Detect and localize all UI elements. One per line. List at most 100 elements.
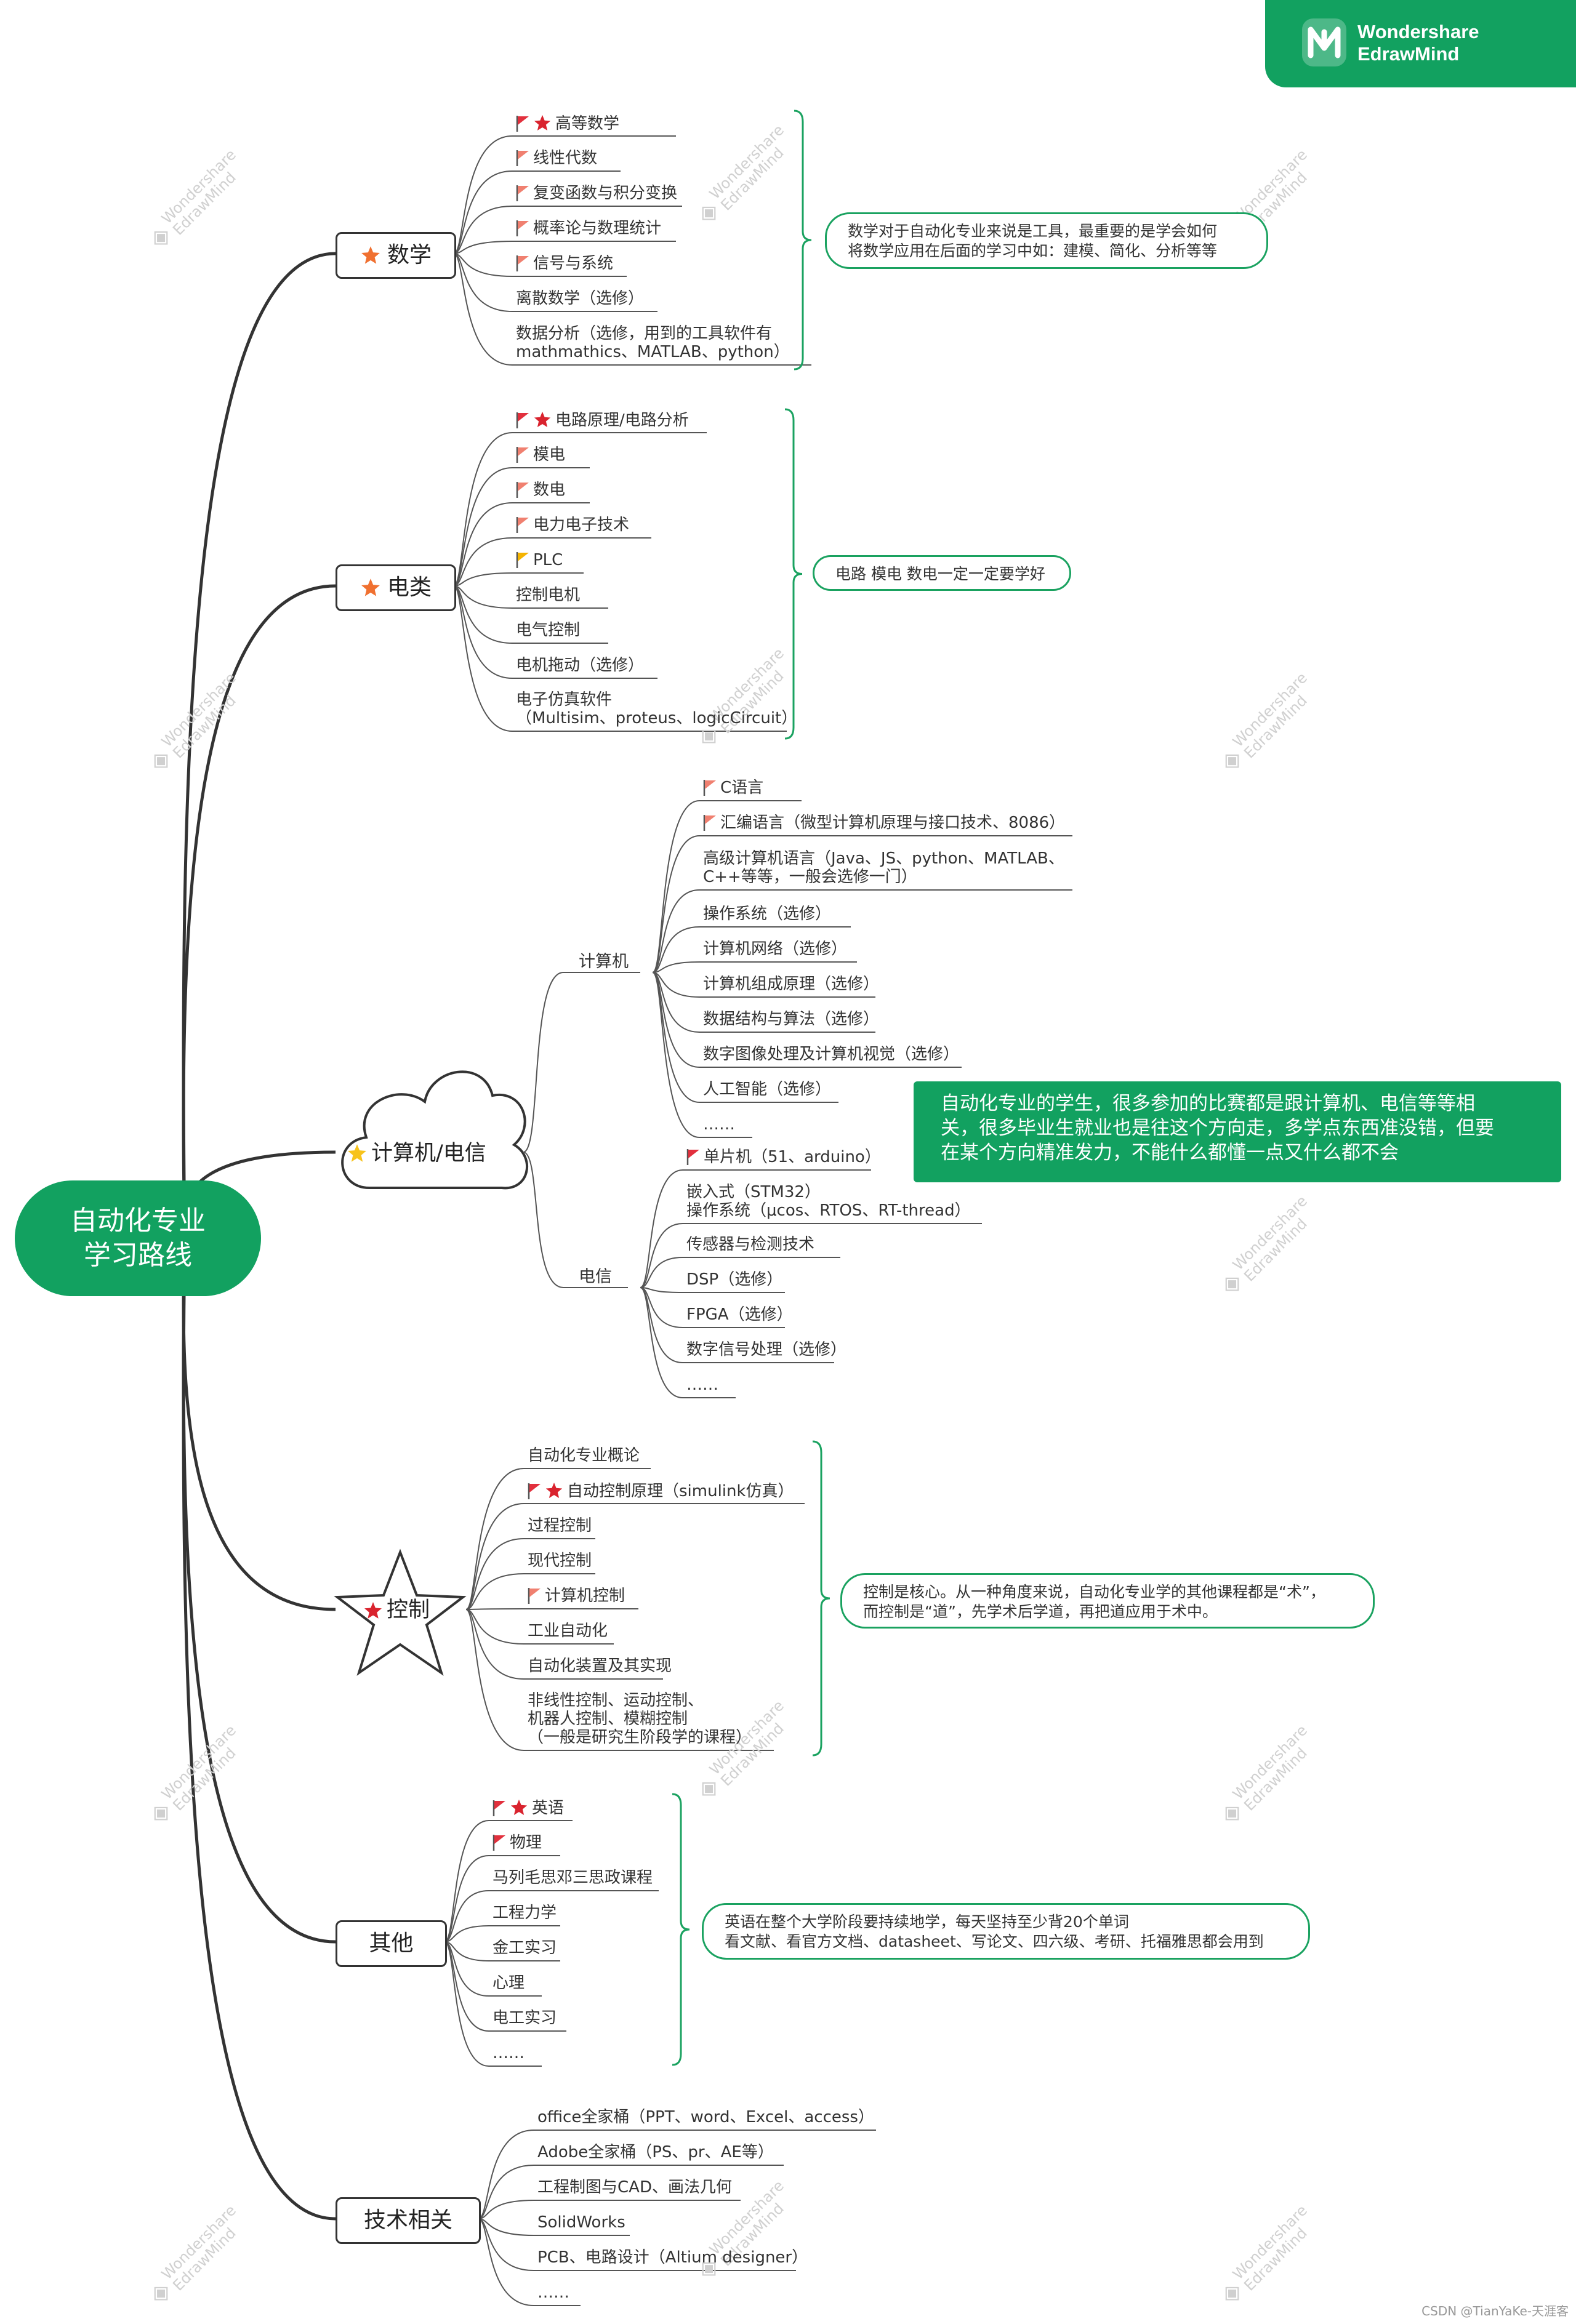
others-item[interactable]: 英语: [492, 1798, 564, 1817]
computer-item[interactable]: 计算机网络（选修）: [703, 940, 847, 958]
computer-item[interactable]: 计算机组成原理（选修）: [703, 975, 879, 993]
electrical-item[interactable]: 模电: [516, 446, 565, 464]
others-item[interactable]: 金工实习: [492, 1939, 557, 1957]
computer-highlight-note[interactable]: 自动化专业的学生，很多参加的比赛都是跟计算机、电信等等相关，很多毕业生就业也是往…: [914, 1081, 1561, 1182]
telecom-item[interactable]: DSP（选修）: [686, 1270, 782, 1289]
others-item[interactable]: 马列毛思邓三思政课程: [492, 1869, 653, 1887]
electrical-item[interactable]: PLC: [516, 551, 563, 569]
branch-electrical[interactable]: 电类: [336, 564, 456, 611]
computer-item[interactable]: 数据结构与算法（选修）: [703, 1010, 879, 1028]
connector-line: [453, 585, 608, 609]
computer-item[interactable]: 汇编语言（微型计算机原理与接口技术、8086）: [703, 814, 1065, 832]
control-item[interactable]: 计算机控制: [528, 1587, 625, 1605]
computer-item[interactable]: C语言: [703, 779, 763, 797]
others-item[interactable]: 物理: [492, 1833, 542, 1852]
connector-line: [640, 1287, 834, 1363]
electrical-item[interactable]: 电力电子技术: [516, 516, 629, 534]
tech-item[interactable]: PCB、电路设计（Altium designer）: [537, 2248, 808, 2267]
math-item[interactable]: 离散数学（选修）: [516, 289, 644, 308]
math-item[interactable]: 线性代数: [516, 149, 597, 167]
control-item[interactable]: 非线性控制、运动控制、机器人控制、模糊控制（一般是研究生阶段学的课程）: [528, 1691, 752, 1747]
tech-item[interactable]: SolidWorks: [537, 2213, 625, 2232]
root-title-line1: 自动化专业: [70, 1205, 206, 1236]
computer-item[interactable]: 数字图像处理及计算机视觉（选修）: [703, 1045, 959, 1064]
others-item[interactable]: 电工实习: [492, 2009, 557, 2027]
math-item[interactable]: 概率论与数理统计: [516, 219, 661, 238]
connector-line: [652, 961, 857, 973]
connector-line: [444, 1925, 560, 1942]
control-item[interactable]: 自动化专业概论: [528, 1446, 640, 1465]
telecom-item[interactable]: 嵌入式（STM32）操作系统（μcos、RTOS、RT-thread）: [686, 1183, 971, 1220]
connector-line: [478, 2200, 741, 2219]
subbranch-telecom[interactable]: 电信: [579, 1267, 612, 1286]
math-item[interactable]: 复变函数与积分变换: [516, 184, 677, 202]
star-icon: [510, 1799, 528, 1815]
connector-line: [465, 1468, 651, 1610]
note-text-line1: 数学对于自动化专业来说是工具，最重要的是学会如何: [848, 222, 1218, 240]
connector-line: [453, 253, 657, 312]
others-item[interactable]: 工程力学: [492, 1904, 557, 1922]
control-item[interactable]: 工业自动化: [528, 1622, 608, 1640]
computer-item[interactable]: ……: [703, 1115, 735, 1134]
branch-others[interactable]: 其他: [336, 1920, 447, 1967]
topic-text: 工业自动化: [528, 1622, 608, 1640]
root-node[interactable]: 自动化专业 学习路线: [15, 1180, 261, 1296]
branch-math[interactable]: 数学: [336, 232, 456, 279]
telecom-item[interactable]: 数字信号处理（选修）: [686, 1340, 846, 1359]
flag-icon: [703, 780, 716, 796]
connector-line: [478, 2130, 876, 2219]
topic-text: 电子仿真软件: [516, 691, 613, 709]
control-item[interactable]: 自动化装置及其实现: [528, 1657, 672, 1675]
electrical-item[interactable]: 电气控制: [516, 621, 580, 639]
telecom-item[interactable]: 传感器与检测技术: [686, 1235, 814, 1254]
control-item[interactable]: 过程控制: [528, 1517, 592, 1535]
tech-item[interactable]: ……: [537, 2283, 569, 2302]
brand-name-line1: Wondershare: [1357, 21, 1479, 42]
credit-text: CSDN @TianYaKe-天涯客: [1421, 2304, 1569, 2318]
control-item[interactable]: 自动控制原理（simulink仿真）: [528, 1481, 794, 1501]
topic-text: 电力电子技术: [533, 516, 630, 534]
tech-item[interactable]: Adobe全家桶（PS、pr、AE等）: [537, 2143, 774, 2162]
brand-banner[interactable]: Wondershare EdrawMind: [1265, 0, 1576, 87]
main-branch-line: [182, 584, 336, 1238]
topic-text: 汇编语言（微型计算机原理与接口技术、8086）: [720, 814, 1066, 832]
connector-line: [465, 1609, 774, 1751]
computer-item[interactable]: 人工智能（选修）: [703, 1080, 831, 1099]
control-note[interactable]: 控制是核心。从一种角度来说，自动化专业学的其他课程都是“术”，而控制是“道”，先…: [840, 1573, 1375, 1629]
topic-text: ……: [686, 1376, 718, 1394]
electrical-item[interactable]: 电机拖动（选修）: [516, 656, 644, 675]
branch-control[interactable]: 控制: [363, 1597, 430, 1624]
control-item[interactable]: 现代控制: [528, 1552, 592, 1570]
math-item[interactable]: 高等数学: [516, 114, 619, 133]
others-note[interactable]: 英语在整个大学阶段要持续地学，每天坚持至少背20个单词看文献、看官方文档、dat…: [702, 1903, 1310, 1960]
electrical-item[interactable]: 电路原理/电路分析: [516, 411, 689, 430]
electrical-item[interactable]: 电子仿真软件（Multisim、proteus、logicCircuit）: [516, 691, 797, 727]
topic-text: ……: [703, 1115, 735, 1134]
telecom-item[interactable]: FPGA（选修）: [686, 1305, 793, 1324]
others-item[interactable]: ……: [492, 2044, 525, 2062]
highlight-text-line2: 关，很多毕业生就业也是往这个方向走，多学点东西准没错，但要: [941, 1117, 1494, 1139]
star-shape: [334, 1549, 467, 1676]
subbranch-computer[interactable]: 计算机: [579, 952, 629, 971]
branch-computer-telecom[interactable]: 计算机/电信: [347, 1140, 486, 1167]
electrical-note[interactable]: 电路 模电 数电一定一定要学好: [813, 555, 1071, 591]
telecom-item[interactable]: ……: [686, 1376, 718, 1394]
telecom-item[interactable]: 单片机（51、arduino）: [686, 1148, 881, 1166]
main-branch-line: [182, 1236, 336, 1944]
connector-line: [640, 1287, 785, 1328]
computer-item[interactable]: 操作系统（选修）: [703, 905, 831, 923]
tech-item[interactable]: 工程制图与CAD、画法几何: [537, 2178, 732, 2197]
math-note[interactable]: 数学对于自动化专业来说是工具，最重要的是学会如何将数学应用在后面的学习中如：建模…: [825, 212, 1268, 269]
topic-text: 自动控制原理（simulink仿真）: [567, 1482, 794, 1501]
connector-line: [453, 537, 651, 587]
computer-item[interactable]: 高级计算机语言（Java、JS、python、MATLAB、C++等等，一般会选…: [703, 849, 1064, 886]
math-item[interactable]: 信号与系统: [516, 254, 613, 273]
topic-text-line2: （Multisim、proteus、logicCircuit）: [516, 709, 798, 727]
electrical-item[interactable]: 控制电机: [516, 586, 580, 604]
others-item[interactable]: 心理: [492, 1974, 525, 1992]
electrical-item[interactable]: 数电: [516, 481, 565, 499]
branch-tech[interactable]: 技术相关: [336, 2197, 481, 2244]
tech-item[interactable]: office全家桶（PPT、word、Excel、access）: [537, 2108, 874, 2126]
